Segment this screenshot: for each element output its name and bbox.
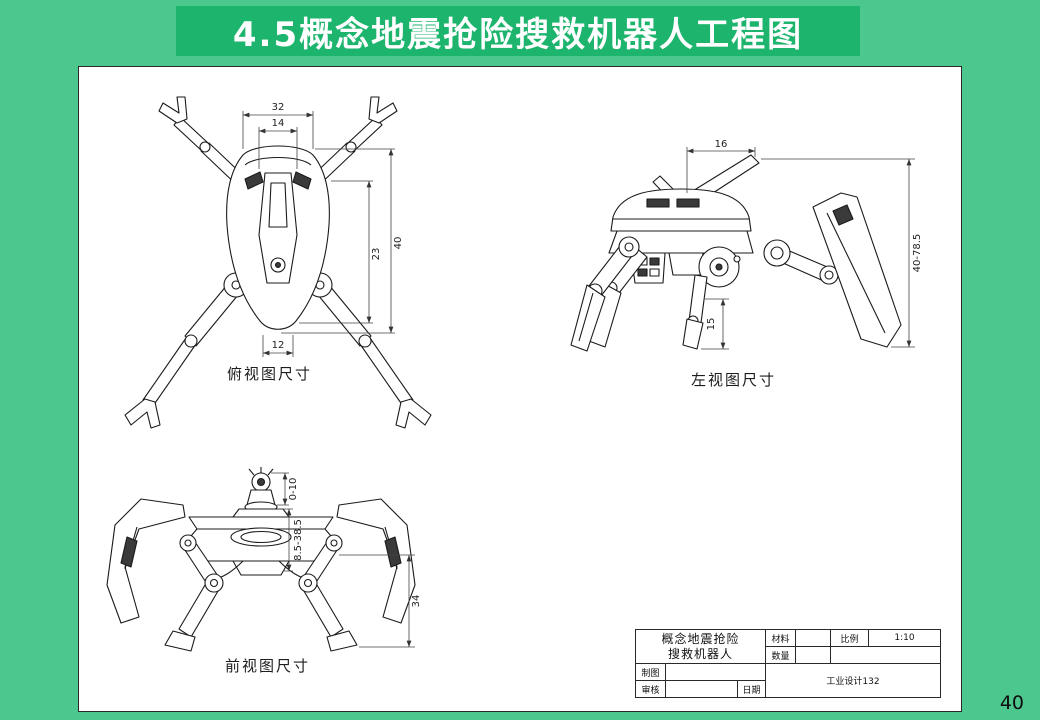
slide-title: 4.5概念地震抢险搜救机器人工程图: [232, 14, 804, 55]
titleblock-quantity-label: 数量: [765, 646, 796, 664]
titleblock-team: 工业设计132: [765, 663, 941, 698]
titleblock-project-name-line2: 搜救机器人: [667, 646, 733, 661]
dim-label-left-fin-width: 16: [715, 139, 728, 150]
top-view-robot: [124, 96, 432, 429]
titleblock-material-label: 材料: [765, 629, 796, 647]
left-view-dimension-lines: [686, 147, 915, 350]
top-view-dimension-lines: [242, 111, 395, 357]
titleblock-review-value: [665, 680, 738, 698]
titleblock-empty-cell: [830, 646, 941, 664]
titleblock-review-label: 审核: [635, 680, 666, 698]
front-view-caption: 前视图尺寸: [225, 657, 311, 675]
page-number: 40: [999, 692, 1024, 714]
top-view-drawing: 32 14 40 23 12: [124, 96, 432, 429]
dim-label-top-outer-height: 40: [393, 237, 404, 250]
left-view-caption: 左视图尺寸: [691, 371, 777, 389]
left-view-robot: [570, 154, 902, 352]
titleblock-draft-value: [665, 663, 766, 681]
titleblock-material-value: [795, 629, 831, 647]
titleblock-project-name-line1: 概念地震抢险: [661, 631, 740, 646]
front-view-robot: [106, 467, 416, 652]
titleblock-date-label: 日期: [737, 680, 766, 698]
dim-label-front-body-height: 34: [411, 595, 422, 608]
dim-label-front-mast-range: 8.5-38.5: [293, 519, 304, 561]
top-view-caption: 俯视图尺寸: [227, 365, 313, 383]
titleblock-scale-value: 1:10: [868, 629, 941, 647]
drawing-sheet: 32 14 40 23 12 俯视图尺寸: [78, 66, 962, 712]
titleblock-quantity-value: [795, 646, 831, 664]
dim-label-top-tail-width: 12: [272, 340, 285, 351]
dim-label-left-clearance: 15: [706, 318, 717, 331]
dim-label-front-head-range: 0-10: [288, 478, 299, 501]
dim-label-left-height-range: 40-78.5: [912, 234, 923, 273]
title-banner: 4.5概念地震抢险搜救机器人工程图: [176, 6, 860, 56]
front-view-dimension-lines: [271, 472, 415, 648]
dim-label-top-inner-width: 14: [272, 118, 285, 129]
titleblock-scale-label: 比例: [830, 629, 869, 647]
titleblock-draft-label: 制图: [635, 663, 666, 681]
left-view-drawing: 16 40-78.5 15: [570, 139, 923, 352]
titleblock-project-name: 概念地震抢险 搜救机器人: [635, 629, 766, 664]
front-view-drawing: 0-10 8.5-38.5 34: [106, 467, 422, 652]
dim-label-top-inner-height: 23: [371, 248, 382, 261]
title-block: 概念地震抢险 搜救机器人 材料 比例 1:10 数量 制图 工业设计132 审核…: [635, 629, 941, 698]
dim-label-top-outer-width: 32: [272, 102, 285, 113]
